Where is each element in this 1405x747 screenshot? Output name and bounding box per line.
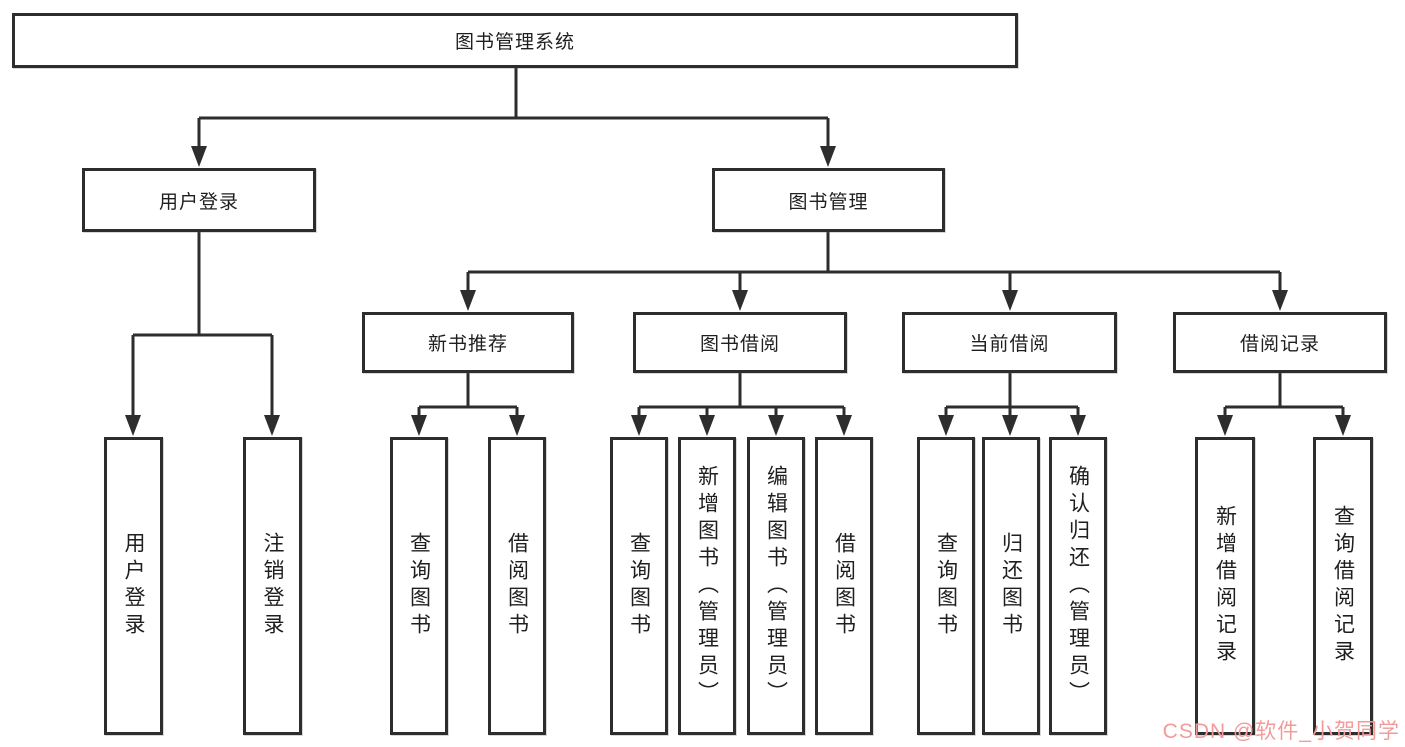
leaf-query-books-1: 查询图书: [390, 437, 448, 735]
node-new-book-recommend-label: 新书推荐: [427, 334, 508, 355]
leaf-return-books: 归还图书: [982, 437, 1040, 735]
node-user-login: 用户登录: [82, 168, 316, 232]
leaf-edit-book-admin: 编辑图书（管理员）: [747, 437, 805, 735]
node-current-borrow: 当前借阅: [902, 312, 1117, 373]
node-root-label: 图书管理系统: [454, 32, 575, 53]
leaf-borrow-books-1-label: 借阅图书: [505, 532, 529, 640]
leaf-add-book-admin-label: 新增图书（管理员）: [695, 464, 719, 708]
node-borrow-records-label: 借阅记录: [1239, 334, 1320, 355]
leaf-add-book-admin: 新增图书（管理员）: [678, 437, 736, 735]
node-root: 图书管理系统: [12, 13, 1018, 68]
leaf-query-borrow-record-label: 查询借阅记录: [1331, 505, 1355, 667]
watermark: CSDN @软件_小贺同学: [1162, 720, 1400, 743]
leaf-edit-book-admin-label: 编辑图书（管理员）: [764, 464, 788, 708]
leaf-borrow-books-1: 借阅图书: [488, 437, 546, 735]
node-borrow-records: 借阅记录: [1173, 312, 1387, 373]
node-current-borrow-label: 当前借阅: [969, 334, 1050, 355]
leaf-borrow-books-2-label: 借阅图书: [832, 532, 856, 640]
node-new-book-recommend: 新书推荐: [362, 312, 574, 373]
node-book-borrow: 图书借阅: [633, 312, 847, 373]
leaf-confirm-return-admin-label: 确认归还（管理员）: [1066, 464, 1090, 708]
leaf-confirm-return-admin: 确认归还（管理员）: [1049, 437, 1107, 735]
leaf-query-books-3: 查询图书: [917, 437, 975, 735]
node-book-management-label: 图书管理: [788, 191, 869, 213]
leaf-add-borrow-record-label: 新增借阅记录: [1213, 505, 1237, 667]
leaf-query-books-2-label: 查询图书: [627, 532, 651, 640]
leaf-add-borrow-record: 新增借阅记录: [1195, 437, 1255, 735]
leaf-query-borrow-record: 查询借阅记录: [1313, 437, 1373, 735]
leaf-query-books-2: 查询图书: [610, 437, 668, 735]
node-user-login-label: 用户登录: [158, 191, 239, 213]
leaf-logout: 注销登录: [243, 437, 302, 735]
leaf-query-books-3-label: 查询图书: [934, 532, 958, 640]
node-book-management: 图书管理: [712, 168, 945, 232]
leaf-query-books-1-label: 查询图书: [407, 532, 431, 640]
leaf-borrow-books-2: 借阅图书: [815, 437, 873, 735]
leaf-logout-label: 注销登录: [261, 532, 284, 640]
leaf-user-login: 用户登录: [104, 437, 163, 735]
node-book-borrow-label: 图书借阅: [699, 334, 780, 355]
leaf-user-login-label: 用户登录: [122, 532, 145, 640]
leaf-return-books-label: 归还图书: [999, 532, 1023, 640]
